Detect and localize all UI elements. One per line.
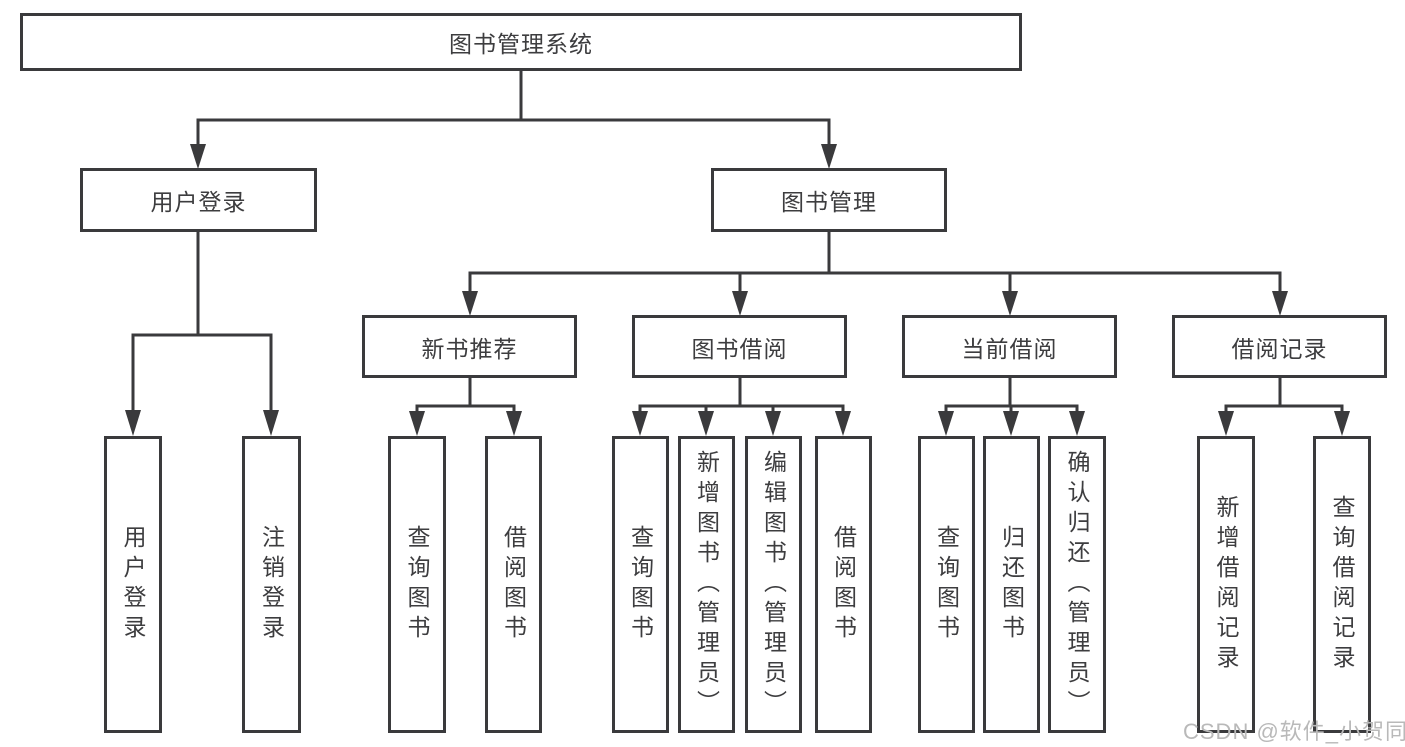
- node-book-borrow-label: 图书借阅: [691, 335, 788, 362]
- leaf-recommend-borrow-books: 借阅图书: [485, 436, 542, 733]
- csdn-watermark: CSDN @软件_小贺同学: [1183, 719, 1405, 744]
- leaf-borrow-add-books-label: 新增图书（管理员）: [693, 449, 720, 720]
- leaf-logout-login-label: 注销登录: [258, 524, 285, 645]
- node-current-borrow-label: 当前借阅: [961, 335, 1058, 362]
- leaf-borrow-borrow-books: 借阅图书: [815, 436, 872, 733]
- leaf-user-login: 用户登录: [104, 436, 162, 733]
- node-root: 图书管理系统: [20, 13, 1022, 71]
- leaf-records-add-record-label: 新增借阅记录: [1213, 494, 1239, 675]
- leaf-current-return-books-label: 归还图书: [998, 524, 1025, 645]
- leaf-current-return-books: 归还图书: [983, 436, 1040, 733]
- node-user-login: 用户登录: [80, 168, 317, 232]
- leaf-current-confirm-return-label: 确认归还（管理员）: [1064, 449, 1090, 720]
- node-new-book-recommend: 新书推荐: [362, 315, 577, 378]
- leaf-records-add-record: 新增借阅记录: [1197, 436, 1255, 733]
- node-book-management-label: 图书管理: [781, 189, 877, 215]
- leaf-recommend-query-books-label: 查询图书: [404, 524, 430, 645]
- node-borrow-records-label: 借阅记录: [1231, 335, 1328, 362]
- leaf-current-query-books: 查询图书: [918, 436, 975, 733]
- leaf-borrow-borrow-books-label: 借阅图书: [830, 524, 857, 645]
- node-user-login-label: 用户登录: [150, 189, 247, 215]
- node-current-borrow: 当前借阅: [902, 315, 1117, 378]
- leaf-borrow-query-books: 查询图书: [612, 436, 669, 733]
- leaf-records-query-record: 查询借阅记录: [1313, 436, 1371, 733]
- node-borrow-records: 借阅记录: [1172, 315, 1387, 378]
- node-book-borrow: 图书借阅: [632, 315, 847, 378]
- leaf-user-login-label: 用户登录: [120, 524, 146, 645]
- node-book-management: 图书管理: [711, 168, 947, 232]
- node-root-label: 图书管理系统: [449, 31, 593, 57]
- leaf-borrow-edit-books: 编辑图书（管理员）: [745, 436, 802, 733]
- leaf-borrow-add-books: 新增图书（管理员）: [678, 436, 735, 733]
- leaf-borrow-query-books-label: 查询图书: [627, 524, 654, 645]
- leaf-current-query-books-label: 查询图书: [933, 524, 960, 645]
- node-new-book-recommend-label: 新书推荐: [421, 335, 518, 362]
- leaf-records-query-record-label: 查询借阅记录: [1329, 494, 1355, 675]
- leaf-logout-login: 注销登录: [242, 436, 301, 733]
- leaf-borrow-edit-books-label: 编辑图书（管理员）: [760, 449, 787, 720]
- arrowheads: [125, 144, 1350, 436]
- leaf-current-confirm-return: 确认归还（管理员）: [1048, 436, 1106, 733]
- leaf-recommend-borrow-books-label: 借阅图书: [500, 524, 527, 645]
- leaf-recommend-query-books: 查询图书: [388, 436, 446, 733]
